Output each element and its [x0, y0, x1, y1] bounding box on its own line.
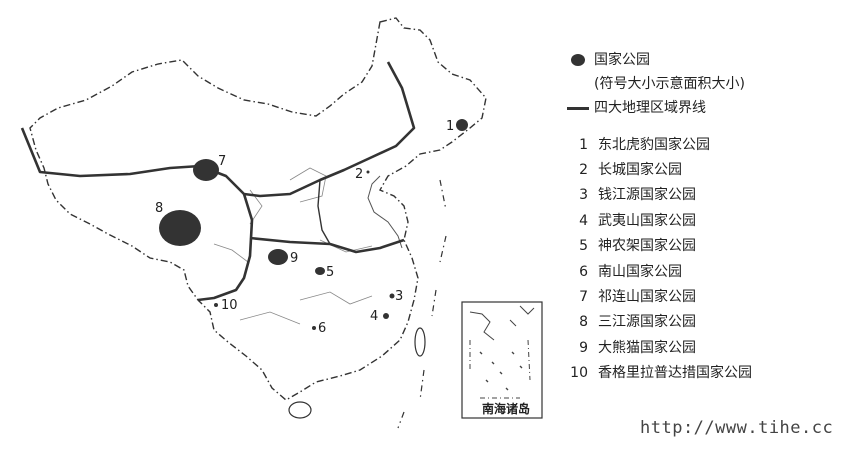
- province-lines: [213, 167, 373, 325]
- park-num: 2: [579, 162, 588, 179]
- list-item: 2 长城国家公园: [566, 157, 846, 182]
- park-label-6: 6: [318, 321, 326, 336]
- park-num: 4: [579, 212, 588, 229]
- park-marker-8: [159, 210, 201, 246]
- china-map: 1 2 3 4 5 6 7 8 9 10 南海诸岛: [20, 17, 543, 429]
- park-marker-1: [456, 119, 468, 131]
- park-label-9: 9: [290, 251, 298, 266]
- park-dot-icon: [566, 54, 590, 66]
- park-label-4: 4: [370, 309, 378, 324]
- list-item: 1 东北虎豹国家公园: [566, 132, 846, 157]
- list-item: 9 大熊猫国家公园: [566, 335, 846, 360]
- park-name: 武夷山国家公园: [598, 212, 696, 229]
- park-label-1: 1: [446, 119, 454, 134]
- list-item: 3 钱江源国家公园: [566, 183, 846, 208]
- maritime-boundary: [397, 179, 447, 429]
- legend-park-symbol: 国家公园: [566, 48, 846, 72]
- list-item: 8 三江源国家公园: [566, 310, 846, 335]
- taiwan-island: [414, 327, 426, 357]
- park-num: 8: [579, 314, 588, 331]
- park-name: 南山国家公园: [598, 263, 682, 280]
- park-name: 钱江源国家公园: [598, 187, 696, 204]
- list-item: 6 南山国家公园: [566, 259, 846, 284]
- inset-maritime-boundary: [469, 339, 531, 399]
- region-boundary-qinghai-tibet: [197, 193, 254, 302]
- legend-park-note: (符号大小示意面积大小): [566, 72, 846, 96]
- inset-label: 南海诸岛: [482, 401, 530, 416]
- region-boundary-qinling: [249, 236, 405, 254]
- hainan-island: [288, 401, 312, 419]
- inset-islands: [479, 351, 523, 391]
- region-boundary-northeast-split: [317, 179, 331, 245]
- list-item: 5 神农架国家公园: [566, 234, 846, 259]
- park-marker-7: [193, 159, 219, 181]
- park-num: 3: [579, 187, 588, 204]
- legend-park-note-text: (符号大小示意面积大小): [594, 76, 745, 92]
- park-num: 10: [570, 365, 588, 382]
- inset-coast: [469, 305, 535, 341]
- legend-boundary-label: 四大地理区域界线: [594, 100, 706, 116]
- legend-park-label: 国家公园: [594, 52, 650, 68]
- park-label-2: 2: [355, 167, 363, 182]
- park-name: 神农架国家公园: [598, 238, 696, 255]
- region-boundary-north-northwest: [20, 61, 416, 198]
- park-label-3: 3: [395, 289, 403, 304]
- park-marker-4: [383, 313, 389, 319]
- park-num: 9: [579, 339, 588, 356]
- park-name: 大熊猫国家公园: [598, 339, 696, 356]
- national-outline: [29, 17, 487, 401]
- legend-boundary: 四大地理区域界线: [566, 96, 846, 120]
- park-name: 香格里拉普达措国家公园: [598, 365, 752, 382]
- park-num: 5: [579, 238, 588, 255]
- park-marker-5: [315, 267, 325, 275]
- park-label-7: 7: [218, 154, 226, 169]
- park-list: 1 东北虎豹国家公园 2 长城国家公园 3 钱江源国家公园 4 武夷山国家公园 5 神农架…: [566, 132, 846, 386]
- park-num: 7: [579, 289, 588, 306]
- park-name: 长城国家公园: [598, 162, 682, 179]
- park-label-5: 5: [326, 265, 334, 280]
- park-marker-10: [214, 303, 218, 307]
- park-name: 东北虎豹国家公园: [598, 136, 710, 153]
- inset-frame: [461, 301, 543, 419]
- watermark: http://www.tihe.cc: [640, 418, 834, 438]
- boundary-line-icon: [566, 106, 590, 110]
- park-num: 1: [579, 136, 588, 153]
- park-name: 祁连山国家公园: [598, 289, 696, 306]
- list-item: 10 香格里拉普达措国家公园: [566, 361, 846, 386]
- list-item: 7 祁连山国家公园: [566, 284, 846, 309]
- park-label-10: 10: [221, 298, 238, 313]
- park-marker-2: [366, 170, 370, 174]
- legend: 国家公园 (符号大小示意面积大小) 四大地理区域界线 1 东北虎豹国家公园 2 长城…: [566, 48, 846, 386]
- park-name: 三江源国家公园: [598, 314, 696, 331]
- list-item: 4 武夷山国家公园: [566, 208, 846, 233]
- park-marker-6: [312, 326, 316, 330]
- park-num: 6: [579, 263, 588, 280]
- coast-bohai: [367, 175, 403, 249]
- park-marker-9: [268, 249, 288, 265]
- park-marker-3: [389, 293, 395, 299]
- park-label-8: 8: [155, 201, 163, 216]
